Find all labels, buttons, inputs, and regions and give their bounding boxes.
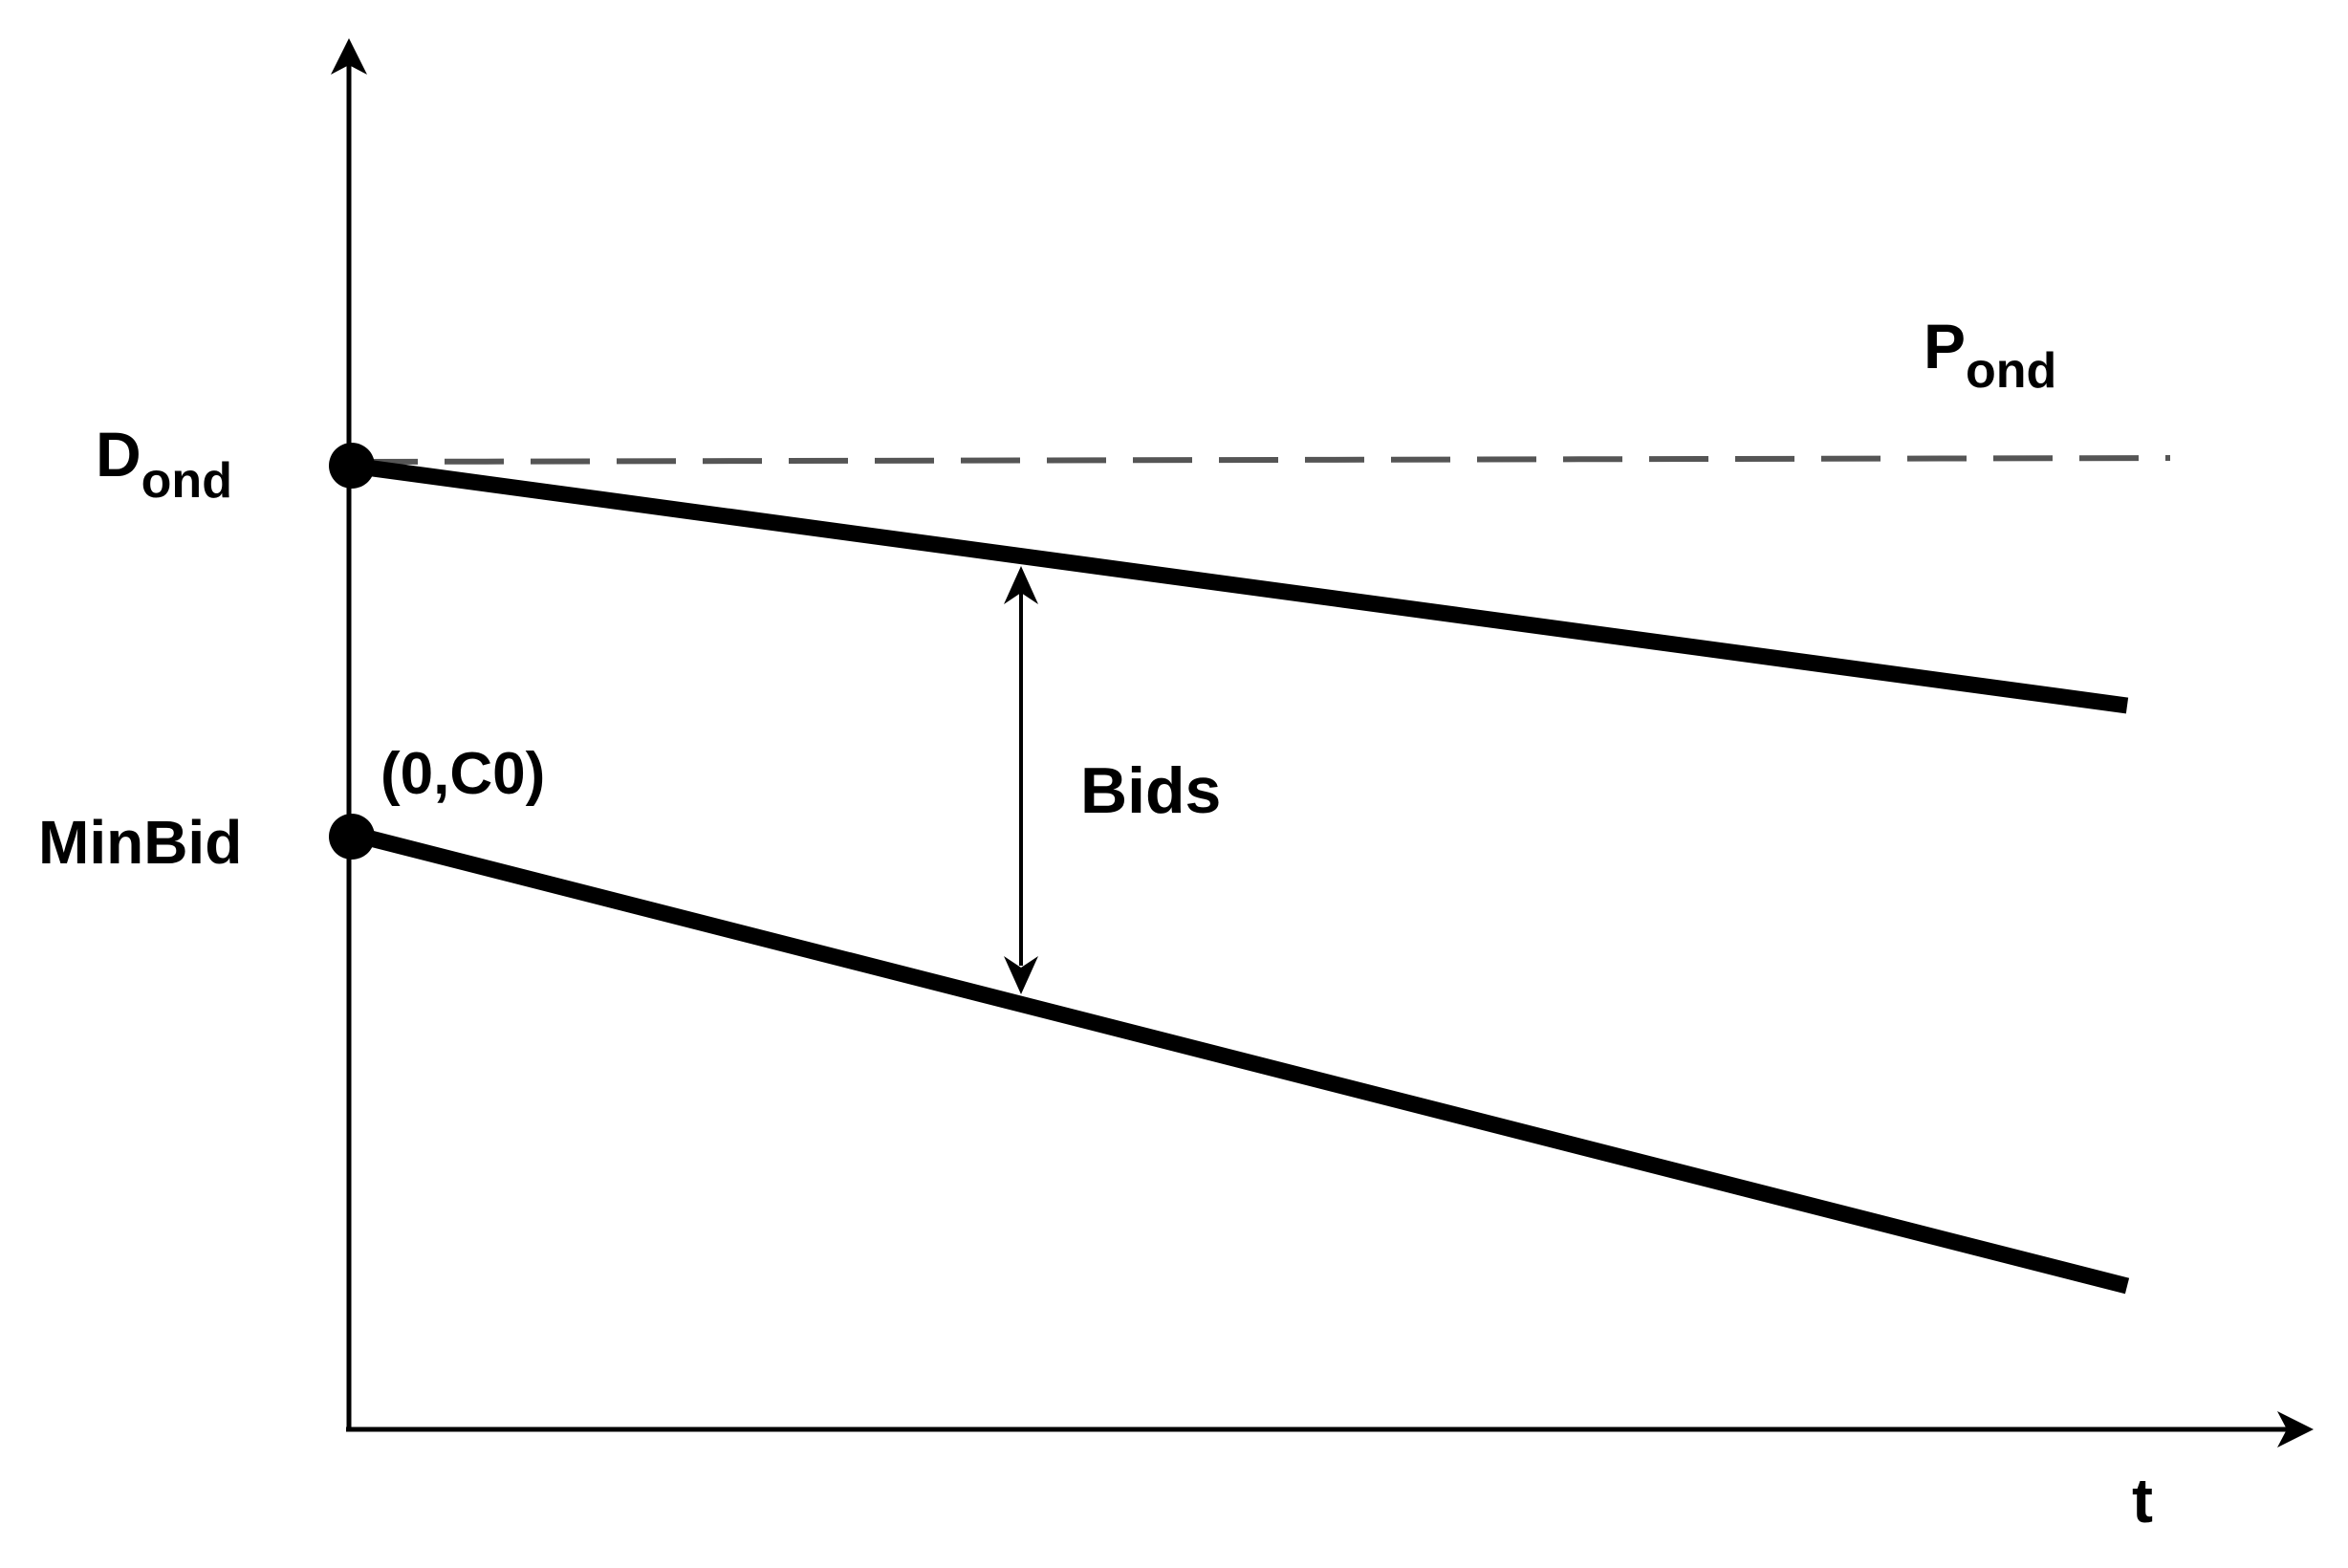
pond-label-sub: ond — [1966, 343, 2056, 399]
x-axis-arrowhead — [2277, 1411, 2314, 1448]
pond-dashed-line — [358, 455, 2171, 465]
origin-point-label: (0,C0) — [380, 741, 545, 807]
dond-point — [329, 443, 375, 489]
bids-label: Bids — [1080, 754, 1221, 827]
minbid-point — [329, 814, 375, 860]
y-axis-arrowhead — [331, 38, 367, 75]
pond-label: Pond — [1924, 311, 2056, 399]
minbid-label: MinBid — [38, 808, 242, 877]
upper-bid-line — [350, 457, 2129, 714]
dond-label-sub: ond — [141, 453, 232, 509]
dond-label-main: D — [96, 419, 141, 490]
lower-bid-line — [349, 825, 2130, 1295]
bids-arrow-bottom — [1004, 956, 1038, 994]
t-axis-label: t — [2132, 1465, 2153, 1535]
bids-arrow-top — [1004, 566, 1038, 604]
pond-label-main: P — [1924, 311, 1966, 381]
dond-label: Dond — [96, 419, 232, 509]
